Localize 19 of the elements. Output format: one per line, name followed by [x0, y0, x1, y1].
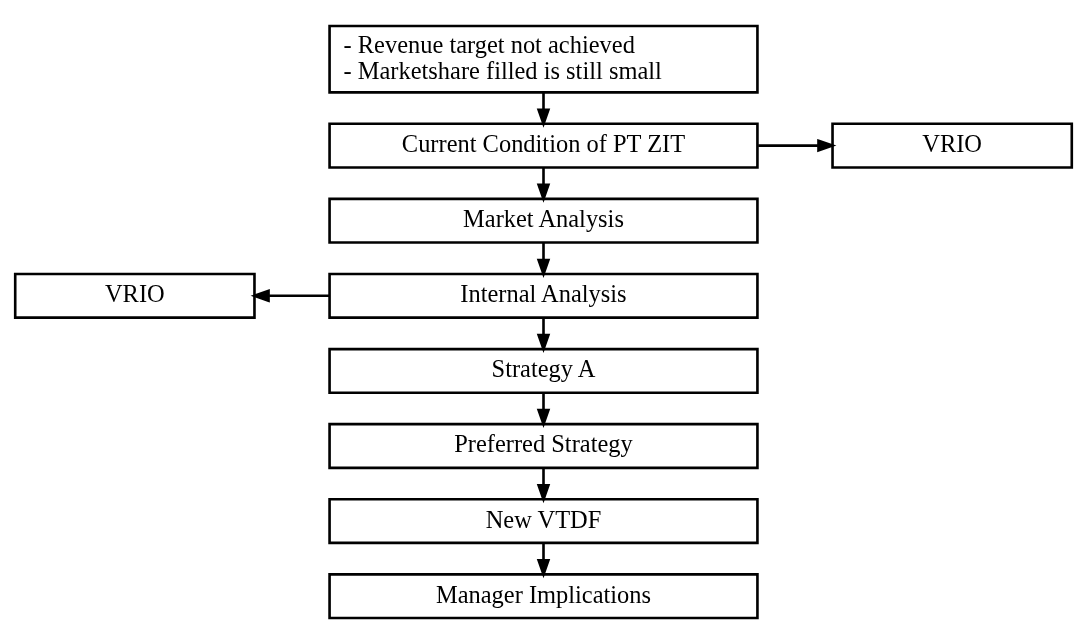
node-box: Manager Implications — [328, 573, 759, 620]
node-box: VRIO — [831, 122, 1074, 169]
node-box: Internal Analysis — [328, 272, 759, 319]
node-box: - Revenue target not achieved - Marketshare filled is still small — [328, 24, 759, 94]
node-box: VRIO — [13, 272, 256, 319]
arrow — [536, 392, 551, 429]
arrow — [536, 468, 551, 504]
node-box: Current Condition of PT ZIT — [328, 122, 759, 169]
node-box: Preferred Strategy — [328, 422, 759, 470]
node-box: Strategy A — [328, 347, 759, 395]
arrow — [536, 167, 551, 203]
arrow — [536, 92, 551, 128]
arrow — [536, 543, 551, 579]
arrow — [536, 242, 551, 278]
node-box: Market Analysis — [328, 197, 759, 244]
arrow — [250, 289, 330, 303]
arrow — [758, 138, 837, 153]
arrow — [536, 317, 551, 353]
node-box: New VTDF — [328, 497, 759, 545]
